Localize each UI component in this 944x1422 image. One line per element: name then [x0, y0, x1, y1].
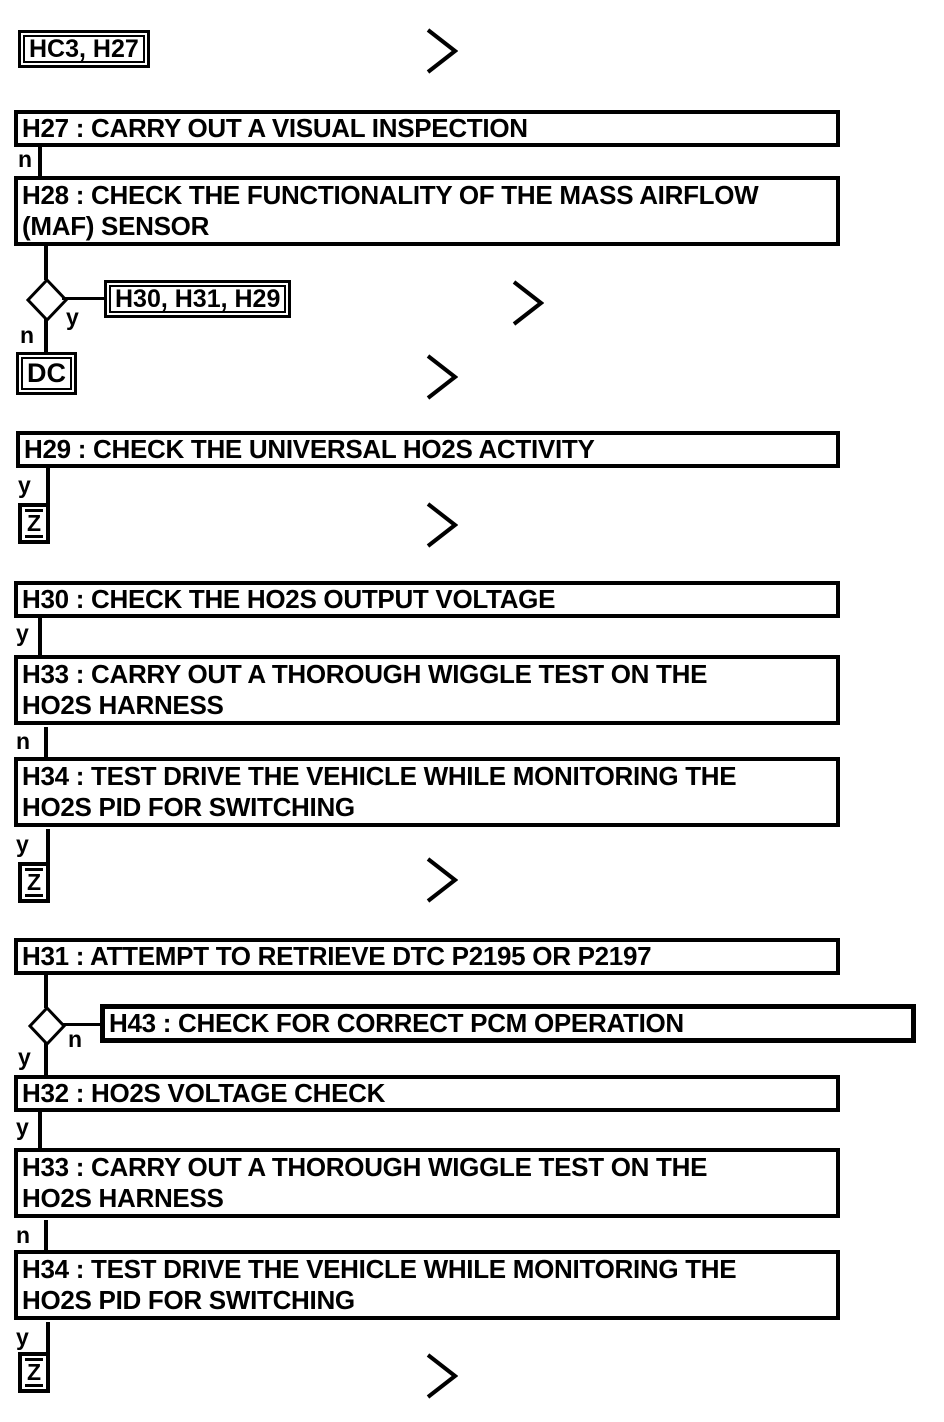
branch-label-yes: y [18, 1044, 31, 1070]
branch-label-no: n [16, 1222, 31, 1248]
z-terminal-box: Z [18, 862, 51, 903]
z-terminal-box: Z [18, 1352, 51, 1393]
branch-label-no: n [16, 728, 31, 754]
z-terminal-label: Z [25, 1358, 44, 1387]
jump-terminal-box: H30, H31, H29 [104, 280, 292, 318]
step-box-h29: H29 : CHECK THE UNIVERSAL HO2S ACTIVITY [16, 431, 840, 468]
z-terminal-label: Z [25, 868, 44, 897]
continuation-chevron-icon [426, 857, 458, 903]
dc-terminal-box: DC [16, 352, 77, 395]
continuation-chevron-icon [426, 502, 458, 548]
connector-line [62, 1023, 100, 1026]
branch-label-no: n [18, 146, 33, 172]
dc-terminal-label: DC [21, 357, 72, 390]
decision-diamond-icon [28, 1006, 66, 1046]
step-box-h27: H27 : CARRY OUT A VISUAL INSPECTION [14, 110, 840, 147]
z-terminal-label: Z [25, 509, 44, 538]
branch-label-yes: y [66, 304, 79, 330]
connector-line [62, 297, 104, 300]
decision-diamond-icon [26, 278, 68, 322]
branch-label-yes: y [16, 1324, 29, 1350]
continuation-chevron-icon [512, 280, 544, 326]
branch-label-yes: y [18, 472, 31, 498]
z-terminal-box: Z [18, 503, 51, 544]
connector-line [46, 1322, 50, 1352]
step-box-h28: H28 : CHECK THE FUNCTIONALITY OF THE MAS… [14, 176, 840, 246]
continuation-chevron-icon [426, 1353, 458, 1399]
connector-line [44, 727, 48, 757]
connector-line [44, 1220, 48, 1250]
connector-line [38, 145, 42, 176]
continuation-chevron-icon [426, 28, 458, 74]
step-box-h33: H33 : CARRY OUT A THOROUGH WIGGLE TEST O… [14, 655, 840, 725]
branch-label-no: n [68, 1026, 83, 1052]
branch-label-yes: y [16, 1114, 29, 1140]
step-box-h34-repeat: H34 : TEST DRIVE THE VEHICLE WHILE MONIT… [14, 1250, 840, 1320]
step-box-h31: H31 : ATTEMPT TO RETRIEVE DTC P2195 OR P… [14, 938, 840, 975]
branch-label-yes: y [16, 831, 29, 857]
step-box-h30: H30 : CHECK THE HO2S OUTPUT VOLTAGE [14, 581, 840, 618]
entry-terminal-label: HC3, H27 [23, 35, 145, 63]
step-box-h34: H34 : TEST DRIVE THE VEHICLE WHILE MONIT… [14, 757, 840, 827]
connector-line [38, 1112, 42, 1148]
step-box-h32: H32 : HO2S VOLTAGE CHECK [14, 1075, 840, 1112]
branch-label-yes: y [16, 620, 29, 646]
connector-line [46, 468, 50, 503]
connector-line [38, 618, 42, 655]
branch-label-no: n [20, 322, 35, 348]
connector-line [44, 975, 48, 1008]
step-box-h43: H43 : CHECK FOR CORRECT PCM OPERATION [100, 1004, 916, 1043]
connector-line [46, 829, 50, 862]
entry-terminal-box: HC3, H27 [18, 30, 150, 68]
jump-terminal-label: H30, H31, H29 [109, 285, 287, 313]
connector-line [44, 246, 48, 280]
continuation-chevron-icon [426, 354, 458, 400]
step-box-h33-repeat: H33 : CARRY OUT A THOROUGH WIGGLE TEST O… [14, 1148, 840, 1218]
connector-line [44, 319, 48, 352]
connector-line [44, 1042, 48, 1075]
